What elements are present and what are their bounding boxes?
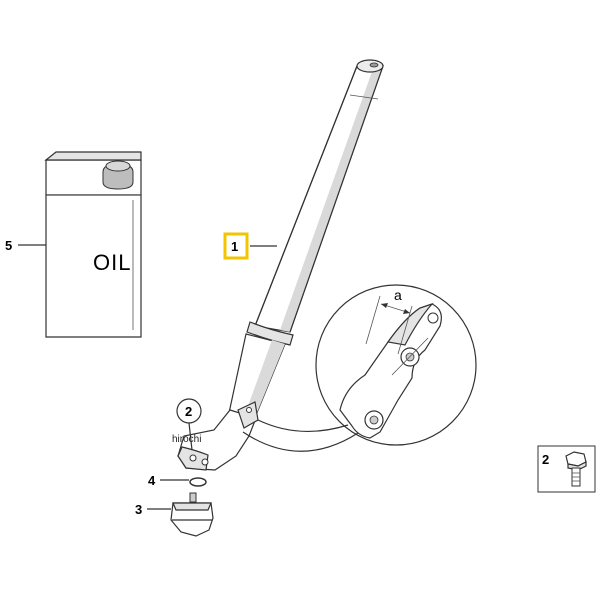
callout-1-highlight (223, 232, 249, 260)
fork-tube (177, 59, 384, 471)
oil-label: OIL (93, 250, 131, 275)
oil-can: OIL (44, 151, 142, 338)
callout-2-circled: 2 (185, 404, 192, 419)
leader-line-2 (188, 422, 193, 451)
callout-2-box: 2 (542, 452, 549, 467)
watermark: hirochi (172, 434, 201, 445)
callout-5: 5 (5, 238, 12, 253)
callout-4: 4 (148, 473, 156, 488)
detail-magnifier: a (242, 284, 477, 452)
callout-3: 3 (135, 502, 142, 517)
bolt-box (537, 445, 596, 493)
bushing (170, 492, 214, 537)
callout-1: 1 (231, 239, 238, 254)
bolt (565, 451, 587, 487)
dimension-label-a: a (394, 287, 402, 303)
o-ring (189, 477, 207, 487)
